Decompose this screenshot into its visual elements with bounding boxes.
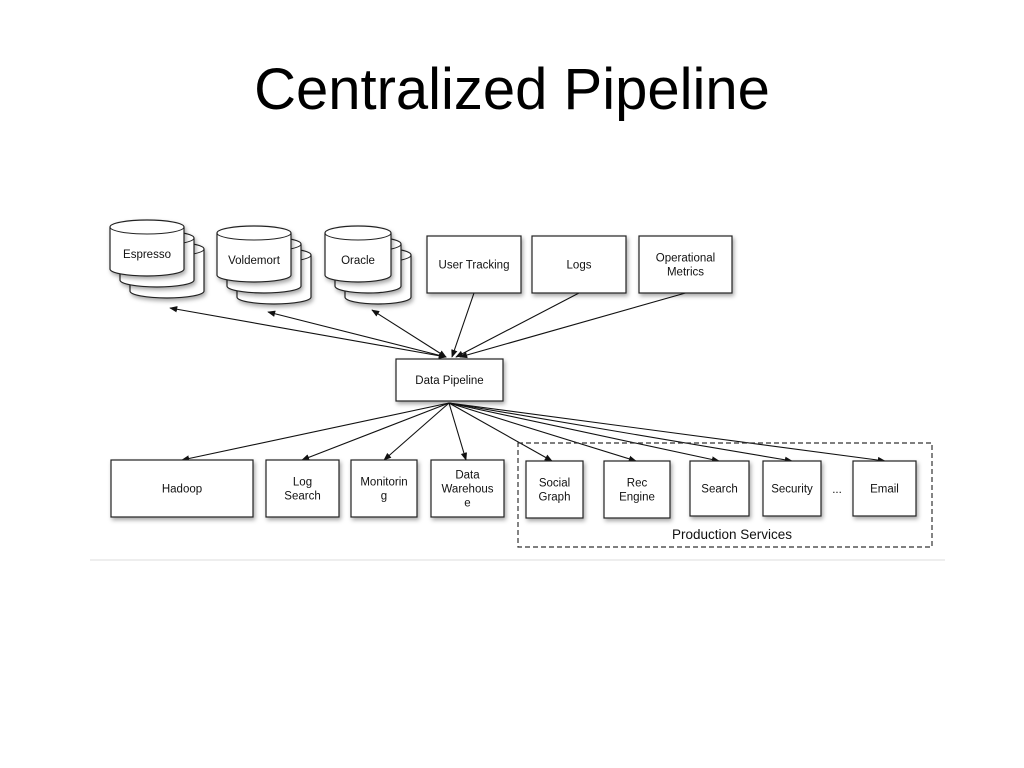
node-label: Oracle [341, 255, 375, 267]
edges-layer [169, 292, 886, 464]
database-cylinder-icon [216, 225, 292, 283]
edge-data-pipeline-to-voldemort [267, 310, 447, 359]
user-tracking-box [426, 235, 522, 294]
security-box [762, 460, 822, 517]
ellipsis-label: ... [832, 484, 842, 496]
node-label: Metrics [667, 267, 704, 279]
node-label: Engine [619, 492, 655, 504]
edge-user-tracking-to-data-pipeline [451, 292, 475, 358]
node-label: Graph [539, 492, 571, 504]
node-label: Logs [567, 260, 592, 272]
production-services-label: Production Services [672, 527, 792, 542]
database-cylinder-icon [109, 219, 185, 277]
monitoring-box [350, 459, 418, 518]
email-box [852, 460, 917, 517]
node-label: Warehous [442, 484, 494, 496]
edge-data-pipeline-to-email [448, 402, 886, 464]
production-services-group: Production Services... [517, 442, 933, 548]
edge-data-pipeline-to-hadoop [181, 402, 450, 462]
node-label: Operational [656, 253, 715, 265]
node-label: Hadoop [162, 484, 202, 496]
edge-data-pipeline-to-data-warehouse [448, 402, 468, 461]
edge-logs-to-data-pipeline [455, 292, 580, 358]
node-label: Rec [627, 478, 648, 490]
hadoop-box [110, 459, 254, 518]
edge-operational-metrics-to-data-pipeline [459, 292, 686, 359]
node-label: Social [539, 478, 570, 490]
voldemort-database: Voldemort [216, 225, 312, 305]
social-graph-box [525, 460, 584, 519]
node-label: Security [771, 484, 813, 496]
slide-title: Centralized Pipeline [254, 57, 770, 122]
oracle-database: Oracle [324, 225, 412, 305]
node-label: User Tracking [439, 260, 510, 272]
node-label: g [381, 491, 387, 503]
database-cylinder-icon [324, 225, 392, 283]
search-node: Search [689, 460, 750, 517]
node-label: Email [870, 484, 899, 496]
edge-data-pipeline-to-social-graph [448, 402, 553, 462]
security-node: Security [762, 460, 822, 517]
node-label: Espresso [123, 249, 171, 261]
log-search-box [265, 459, 340, 518]
edge-data-pipeline-to-rec-engine [448, 402, 637, 462]
user-tracking-node: User Tracking [426, 235, 522, 294]
node-label: Data Pipeline [415, 375, 483, 387]
search-box [689, 460, 750, 517]
edge-data-pipeline-to-oracle [371, 309, 447, 358]
node-label: Search [701, 484, 737, 496]
node-label: Log [293, 477, 312, 489]
edge-data-pipeline-to-security [448, 402, 793, 463]
node-label: e [464, 498, 470, 510]
edge-data-pipeline-to-search [448, 402, 720, 463]
node-label: Search [284, 491, 320, 503]
data-warehouse-box [430, 459, 505, 518]
edge-data-pipeline-to-espresso [169, 306, 447, 359]
espresso-database: Espresso [109, 219, 205, 299]
rec-engine-box [603, 460, 671, 519]
database-cylinder-rim [324, 232, 392, 241]
node-label: Monitorin [360, 477, 407, 489]
logs-node: Logs [531, 235, 627, 294]
edge-data-pipeline-to-log-search [301, 402, 450, 461]
production-services-boundary [517, 442, 933, 548]
node-label: Data [455, 470, 480, 482]
edge-data-pipeline-to-monitoring [383, 402, 450, 461]
operational-metrics-box [638, 235, 733, 294]
email-node: Email [852, 460, 917, 517]
database-cylinder-rim [216, 232, 292, 241]
data-pipeline-node: Data Pipeline [395, 358, 504, 402]
data-pipeline-box [395, 358, 504, 402]
node-label: Voldemort [228, 255, 281, 267]
logs-box [531, 235, 627, 294]
database-cylinder-rim [109, 226, 185, 235]
monitoring-node: Monitorin g [350, 459, 418, 518]
hadoop-node: Hadoop [110, 459, 254, 518]
